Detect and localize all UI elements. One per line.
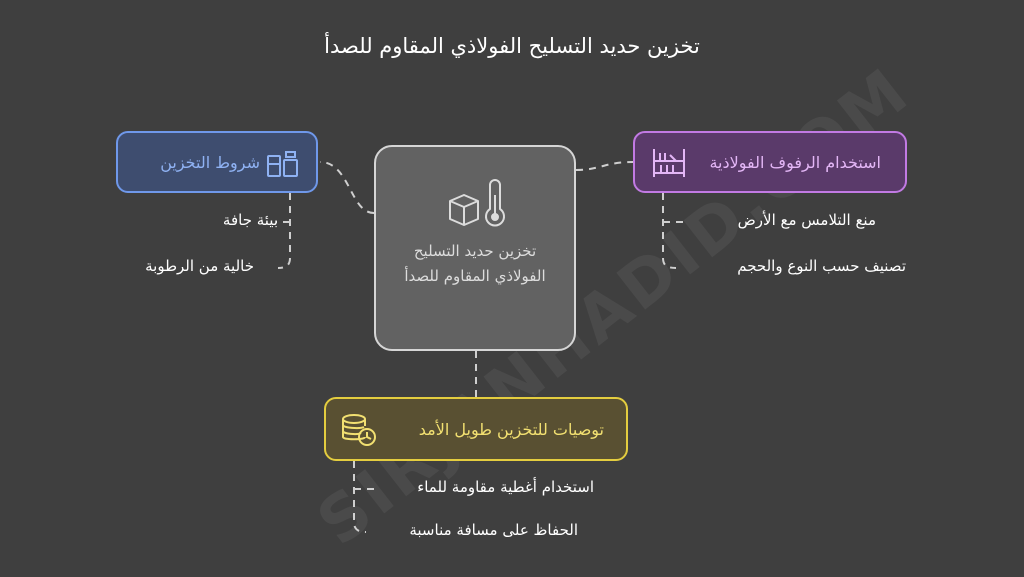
long-term-recommendations-node: توصيات للتخزين طويل الأمد	[324, 397, 628, 461]
connector-center-storage	[319, 161, 375, 214]
shelves-item-ground: منع التلامس مع الأرض	[737, 211, 876, 229]
thermometer-icon	[485, 179, 505, 227]
reco-item-distance: الحفاظ على مسافة مناسبة	[409, 521, 578, 539]
steel-shelves-label: استخدام الرفوف الفولاذية	[709, 152, 881, 172]
storage-conditions-label: شروط التخزين	[160, 152, 260, 172]
box-icon	[449, 194, 479, 226]
diagram-title: تخزين حديد التسليح الفولاذي المقاوم للصد…	[324, 34, 700, 58]
center-icons	[376, 177, 574, 227]
storage-item-dry: بيئة جافة	[222, 211, 278, 229]
connector-reco-items	[353, 461, 367, 533]
long-term-recommendations-label: توصيات للتخزين طويل الأمد	[418, 419, 604, 439]
shelves-item-sort: تصنيف حسب النوع والحجم	[737, 257, 906, 275]
steel-shelves-node: استخدام الرفوف الفولاذية	[633, 131, 907, 193]
shelves-icon	[651, 147, 687, 183]
containers-icon	[266, 148, 300, 182]
connector-center-shelves	[575, 161, 634, 171]
center-node: تخزين حديد التسليح الفولاذي المقاوم للصد…	[374, 145, 576, 351]
storage-item-humidity: خالية من الرطوبة	[145, 257, 254, 275]
storage-conditions-node: شروط التخزين	[116, 131, 318, 193]
reco-item-covers: استخدام أغطية مقاومة للماء	[417, 478, 594, 496]
center-label: تخزين حديد التسليح الفولاذي المقاوم للصد…	[404, 242, 546, 285]
coins-clock-icon	[340, 412, 378, 452]
connector-storage-items	[277, 193, 291, 269]
connector-shelves-items	[662, 193, 677, 269]
